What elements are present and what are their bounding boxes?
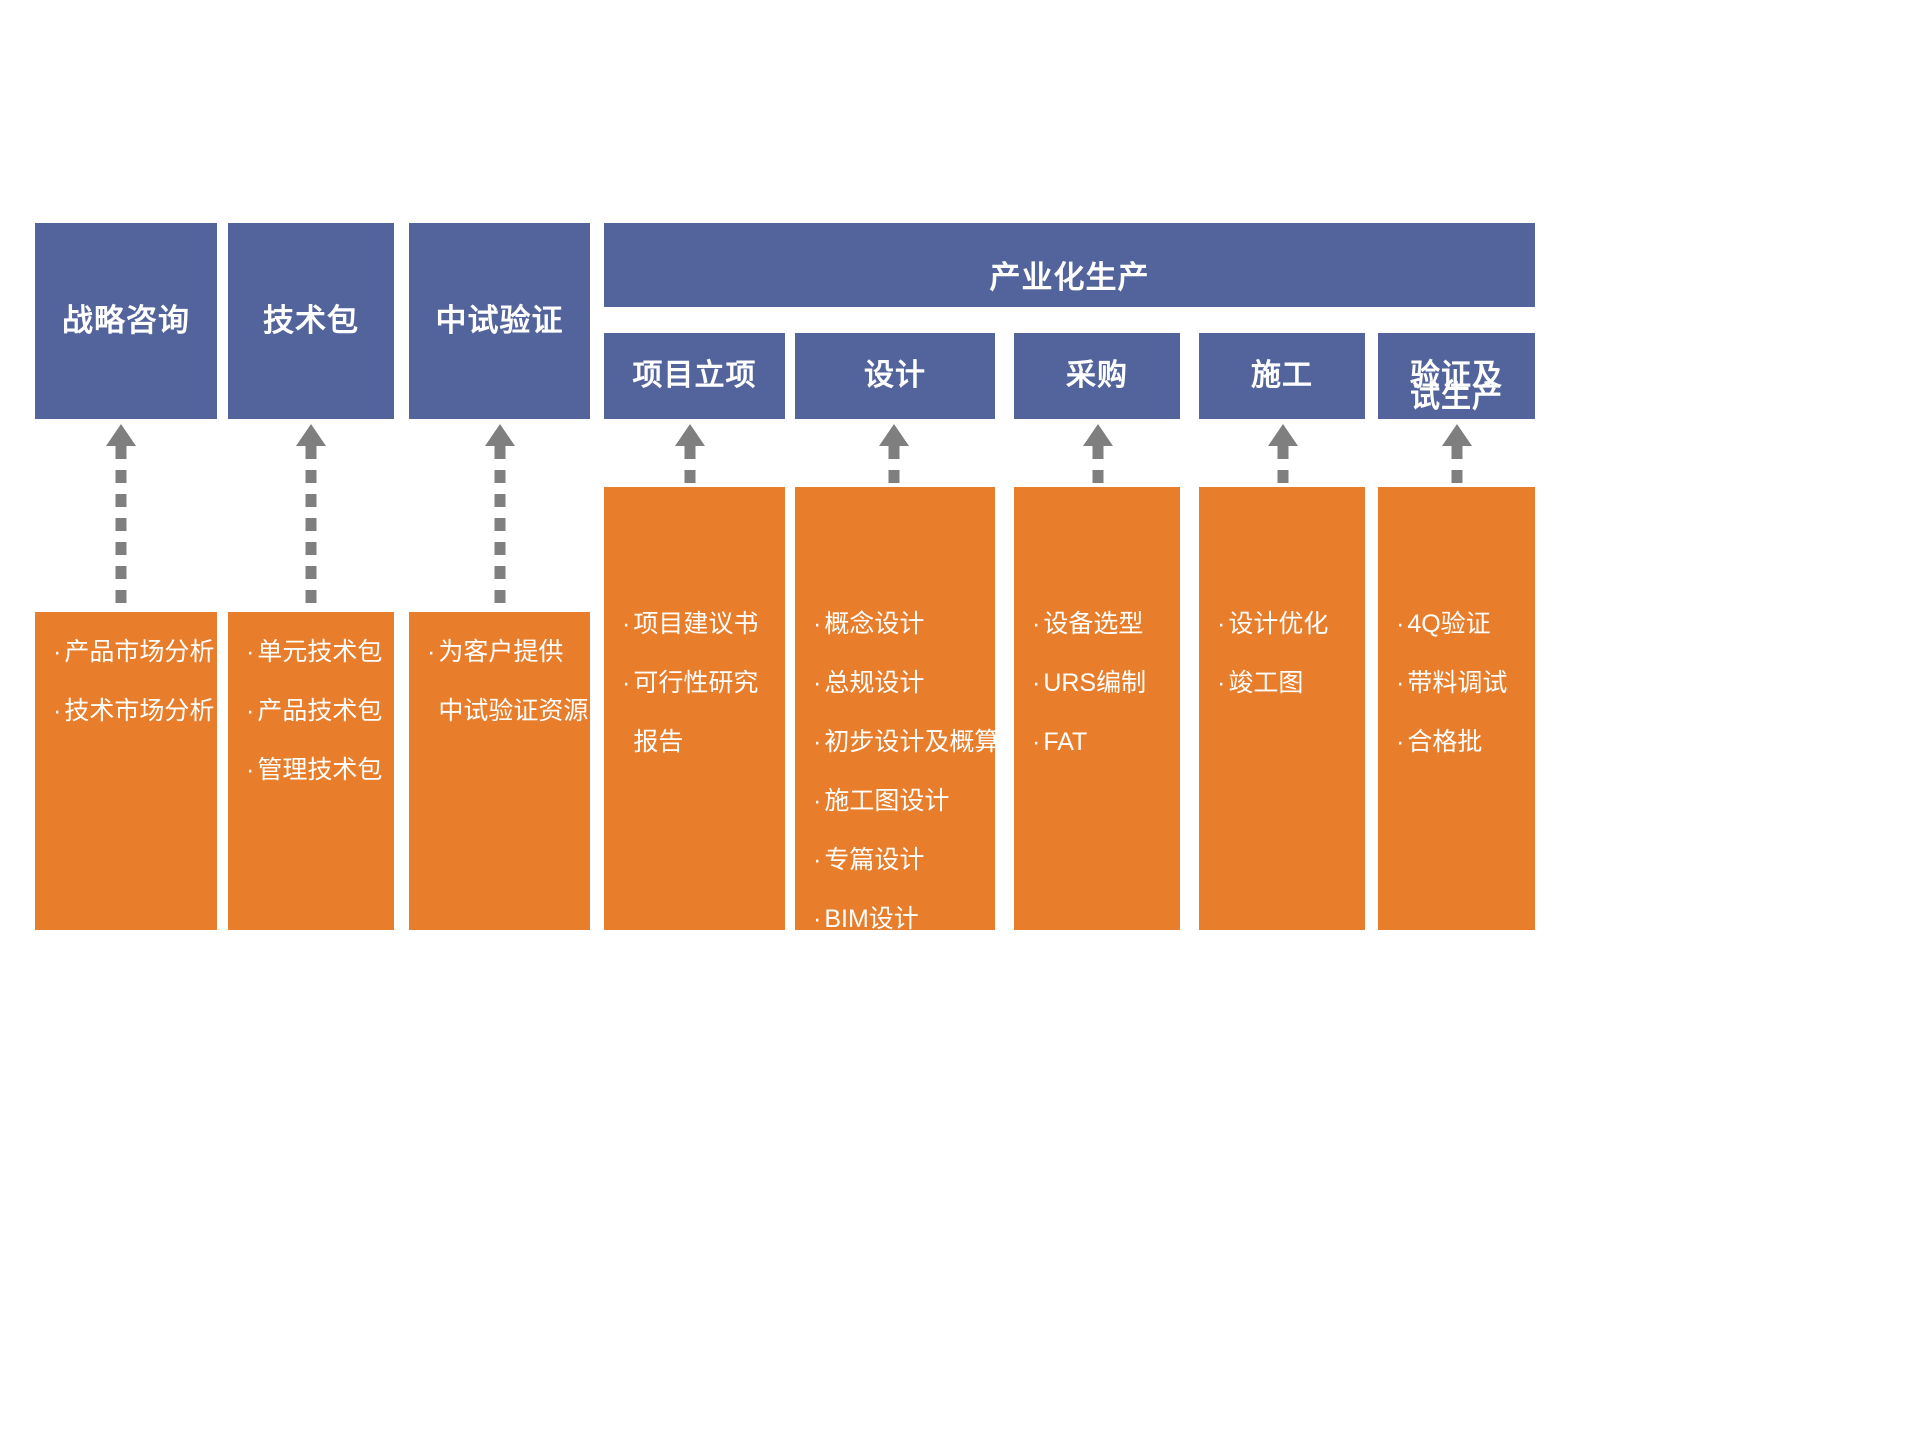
header-box-technology-package[interactable]: 技术包	[228, 223, 394, 419]
list-item[interactable]: ·项目建议书	[622, 610, 759, 638]
arrow-head-icon	[1442, 424, 1472, 446]
header-label-validation-line1: 验证及	[1410, 359, 1503, 393]
list-item[interactable]: ·4Q验证	[1396, 610, 1491, 638]
content-box-strategy-consulting[interactable]: ·产品市场分析 ·技术市场分析	[35, 612, 217, 930]
header-box-strategy-consulting[interactable]: 战略咨询	[35, 223, 217, 419]
list-item[interactable]: ·合格批	[1396, 728, 1483, 756]
bullet-dot-icon: ·	[1396, 728, 1405, 756]
arrow-head-icon	[106, 424, 136, 446]
content-box-construction[interactable]: ·设计优化 ·竣工图	[1199, 487, 1365, 930]
bullet-dot-icon: ·	[1032, 669, 1041, 697]
arrow-head-icon	[879, 424, 909, 446]
content-box-pilot-verification[interactable]: ·为客户提供 ·中试验证资源	[409, 612, 590, 930]
list-item[interactable]: ·管理技术包	[246, 756, 383, 784]
bullet-dot-icon: ·	[1217, 610, 1226, 638]
content-list-technology-package: ·单元技术包 ·产品技术包 ·管理技术包	[228, 640, 394, 783]
bullet-dot-icon: ·	[53, 638, 62, 666]
arrow-head-icon	[1268, 424, 1298, 446]
content-box-validation-trial-production[interactable]: ·4Q验证 ·带料调试 ·合格批	[1378, 487, 1535, 930]
list-item[interactable]: ·施工图设计	[813, 787, 950, 815]
content-list-construction: ·设计优化 ·竣工图	[1199, 515, 1365, 696]
bullet-dot-icon: ·	[813, 728, 822, 756]
list-item[interactable]: ·产品市场分析	[53, 638, 215, 666]
bullet-dot-icon: ·	[53, 697, 62, 725]
content-list-project-initiation: ·项目建议书 ·可行性研究 ·报告	[604, 515, 785, 755]
header-label-technology-package: 技术包	[263, 302, 359, 338]
bullet-dot-icon: ·	[813, 846, 822, 874]
header-box-validation-trial-production-line2: 试生产	[1378, 333, 1535, 419]
list-item[interactable]: ·产品技术包	[246, 697, 383, 725]
list-item[interactable]: ·为客户提供	[427, 638, 564, 666]
bullet-dot-icon: ·	[813, 905, 822, 933]
list-item[interactable]: ·设备选型	[1032, 610, 1144, 638]
list-item[interactable]: ·概念设计	[813, 610, 925, 638]
bullet-dot-icon: ·	[427, 638, 436, 666]
banner-label: 产业化生产	[989, 260, 1150, 295]
arrow-shaft	[494, 446, 506, 612]
header-label-design: 设计	[864, 359, 926, 393]
bullet-dot-icon: ·	[622, 669, 631, 697]
bullet-dot-icon: ·	[1032, 610, 1041, 638]
header-box-construction[interactable]: 施工	[1199, 333, 1365, 419]
bullet-dot-icon: ·	[813, 964, 822, 992]
bullet-dot-icon: ·	[246, 638, 255, 666]
arrow-shaft	[115, 446, 127, 612]
header-box-procurement[interactable]: 采购	[1014, 333, 1180, 419]
header-box-project-initiation[interactable]: 项目立项	[604, 333, 785, 419]
bullet-dot-icon: ·	[246, 756, 255, 784]
list-item[interactable]: ·设计优化	[1217, 610, 1329, 638]
bullet-dot-icon: ·	[1032, 728, 1041, 756]
content-box-procurement[interactable]: ·设备选型 ·URS编制 ·FAT	[1014, 487, 1180, 930]
content-list-strategy-consulting: ·产品市场分析 ·技术市场分析	[35, 640, 217, 724]
list-item[interactable]: ·专篇设计	[813, 846, 925, 874]
bullet-dot-icon: ·	[622, 610, 631, 638]
arrow-shaft	[305, 446, 317, 612]
arrow-up-strategy-consulting	[106, 424, 136, 612]
header-box-validation-trial-production[interactable]: 验证及	[1378, 333, 1535, 419]
bullet-dot-icon: ·	[1396, 610, 1405, 638]
content-list-pilot-verification: ·为客户提供 ·中试验证资源	[409, 640, 590, 724]
list-item[interactable]: ·竣工图	[1217, 669, 1304, 697]
bullet-dot-icon: ·	[1217, 669, 1226, 697]
content-box-technology-package[interactable]: ·单元技术包 ·产品技术包 ·管理技术包	[228, 612, 394, 930]
arrow-up-technology-package	[296, 424, 326, 612]
content-list-design: ·概念设计 ·总规设计 ·初步设计及概算 ·施工图设计 ·专篇设计 ·BIM设计…	[795, 515, 1000, 992]
header-label-pilot-verification: 中试验证	[435, 302, 564, 338]
header-label-validation-line2: 试生产	[1410, 381, 1503, 415]
banner-industrial-production[interactable]: 产业化生产	[604, 223, 1535, 307]
header-label-construction: 施工	[1251, 359, 1313, 393]
list-item[interactable]: ·FAT	[1032, 728, 1088, 756]
content-box-design[interactable]: ·概念设计 ·总规设计 ·初步设计及概算 ·施工图设计 ·专篇设计 ·BIM设计…	[795, 487, 999, 991]
content-box-project-initiation[interactable]: ·项目建议书 ·可行性研究 ·报告	[604, 487, 785, 930]
list-item[interactable]: ·数字孪生设计	[813, 964, 975, 992]
arrow-head-icon	[1083, 424, 1113, 446]
list-item[interactable]: ·总规设计	[813, 669, 925, 697]
list-item[interactable]: ·初步设计及概算	[813, 728, 1000, 756]
list-item[interactable]: ·可行性研究	[622, 669, 759, 697]
header-label-procurement: 采购	[1066, 359, 1128, 393]
header-box-design[interactable]: 设计	[795, 333, 995, 419]
bullet-dot-icon: ·	[246, 697, 255, 725]
list-item[interactable]: ·BIM设计	[813, 905, 919, 933]
arrow-head-icon	[296, 424, 326, 446]
list-item[interactable]: ·URS编制	[1032, 669, 1147, 697]
bullet-dot-icon: ·	[813, 787, 822, 815]
list-item[interactable]: ·单元技术包	[246, 638, 383, 666]
bullet-dot-icon: ·	[813, 669, 822, 697]
bullet-dot-icon: ·	[1396, 669, 1405, 697]
header-label-strategy-consulting: 战略咨询	[62, 302, 190, 338]
arrow-up-pilot-verification	[485, 424, 515, 612]
content-list-validation-trial-production: ·4Q验证 ·带料调试 ·合格批	[1378, 515, 1535, 755]
list-item[interactable]: ·报告	[633, 728, 684, 756]
list-item[interactable]: ·技术市场分析	[53, 697, 215, 725]
list-item[interactable]: ·带料调试	[1396, 669, 1508, 697]
arrow-head-icon	[675, 424, 705, 446]
header-box-pilot-verification[interactable]: 中试验证	[409, 223, 590, 419]
list-item[interactable]: ·中试验证资源	[438, 697, 589, 725]
bullet-dot-icon: ·	[813, 610, 822, 638]
content-list-procurement: ·设备选型 ·URS编制 ·FAT	[1014, 515, 1180, 755]
header-label-project-initiation: 项目立项	[632, 359, 757, 393]
arrow-head-icon	[485, 424, 515, 446]
